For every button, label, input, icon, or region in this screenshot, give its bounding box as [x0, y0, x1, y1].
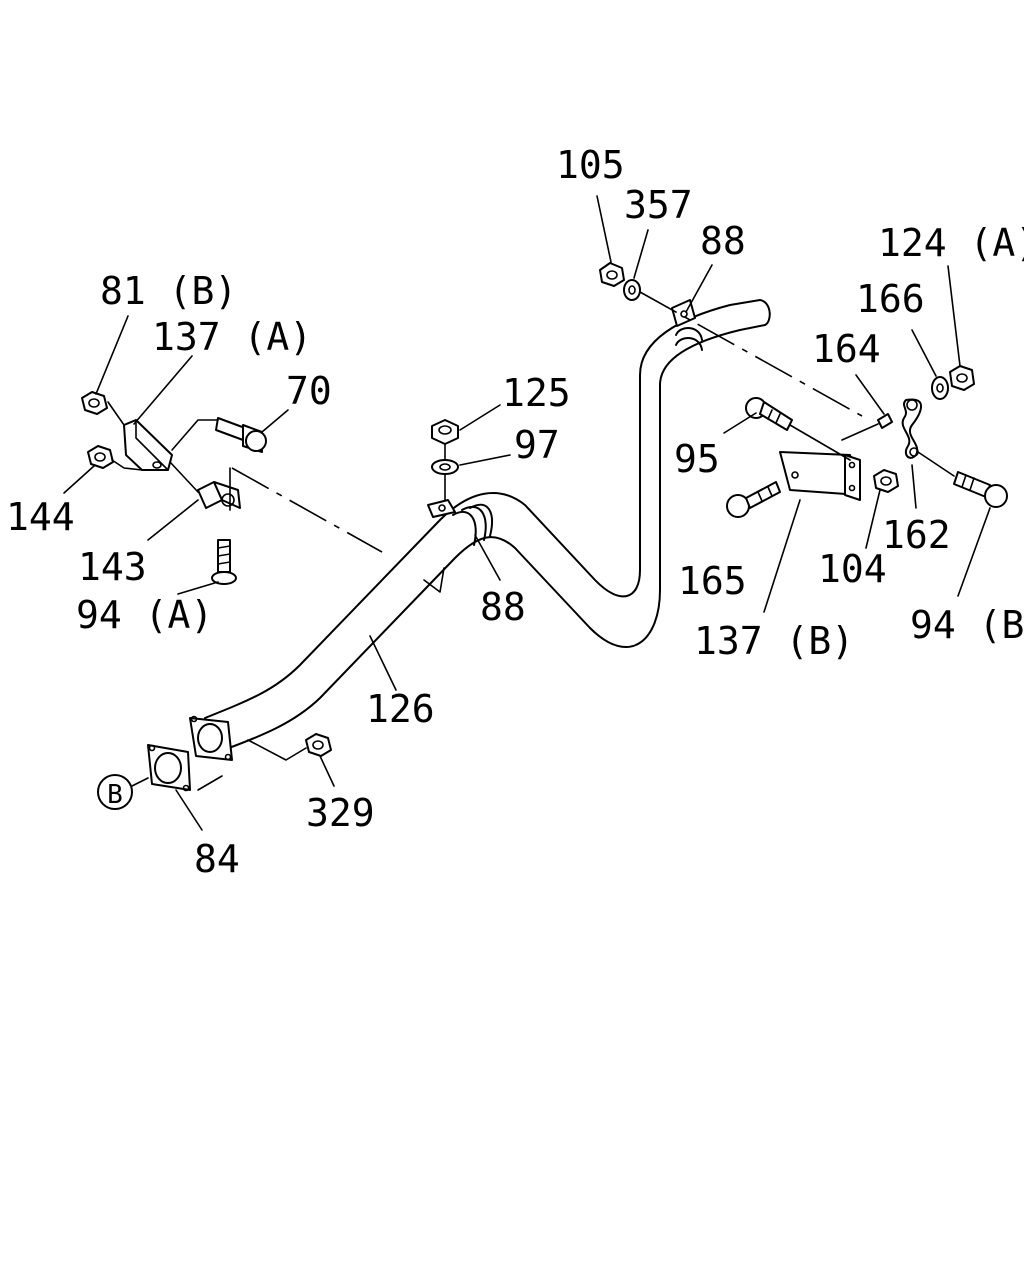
label-137a: 137 (A) — [152, 315, 312, 359]
leader-lines — [63, 195, 991, 831]
bracket-137b — [779, 451, 861, 501]
bolt-70 — [215, 417, 267, 453]
rubber-hanger-162 — [901, 398, 922, 459]
label-125: 125 — [502, 371, 571, 415]
bolt-165 — [726, 481, 781, 518]
label-137b: 137 (B) — [694, 619, 854, 663]
label-88-top: 88 — [700, 219, 746, 263]
center-lines — [107, 291, 955, 791]
callout-labels: 105 357 88 124 (A) 81 (B) 166 137 (A) 16… — [6, 143, 1024, 881]
washer-97 — [431, 459, 459, 475]
nut-104 — [873, 469, 899, 493]
label-105: 105 — [556, 143, 625, 187]
label-329: 329 — [306, 791, 375, 835]
label-81b: 81 (B) — [100, 269, 237, 313]
label-88-mid: 88 — [480, 585, 526, 629]
label-166: 166 — [856, 277, 925, 321]
reference-label-b: B — [107, 780, 123, 810]
label-94b: 94 (B) — [910, 603, 1024, 647]
label-70: 70 — [286, 369, 332, 413]
bolt-94b — [953, 471, 1008, 508]
label-97: 97 — [514, 423, 560, 467]
label-143: 143 — [78, 545, 147, 589]
rubber-mount-143 — [197, 481, 241, 509]
label-94a: 94 (A) — [76, 593, 213, 637]
label-124a: 124 (A) — [878, 221, 1024, 265]
label-165: 165 — [678, 559, 747, 603]
label-95: 95 — [674, 437, 720, 481]
label-144: 144 — [6, 495, 75, 539]
reference-circle-b: B — [97, 774, 149, 810]
nut-144 — [87, 445, 114, 469]
nut-105 — [599, 262, 625, 287]
washer-357 — [623, 279, 641, 301]
nut-81b — [81, 391, 108, 415]
label-126: 126 — [366, 687, 435, 731]
label-357: 357 — [624, 183, 693, 227]
label-104: 104 — [818, 547, 887, 591]
clamp-88-mid — [427, 499, 493, 546]
pin-164 — [877, 413, 893, 429]
washer-166 — [931, 376, 949, 400]
label-162: 162 — [882, 513, 951, 557]
exhaust-pipe — [204, 299, 771, 753]
nut-125 — [431, 419, 459, 445]
nut-329 — [305, 733, 332, 757]
gasket-84 — [147, 744, 191, 792]
pipe-flange — [189, 715, 233, 761]
label-84: 84 — [194, 837, 240, 881]
bolt-95 — [745, 397, 793, 431]
label-164: 164 — [812, 327, 881, 371]
bolt-94a — [211, 539, 237, 585]
nut-124a — [949, 365, 975, 391]
bracket-137a — [123, 419, 173, 471]
